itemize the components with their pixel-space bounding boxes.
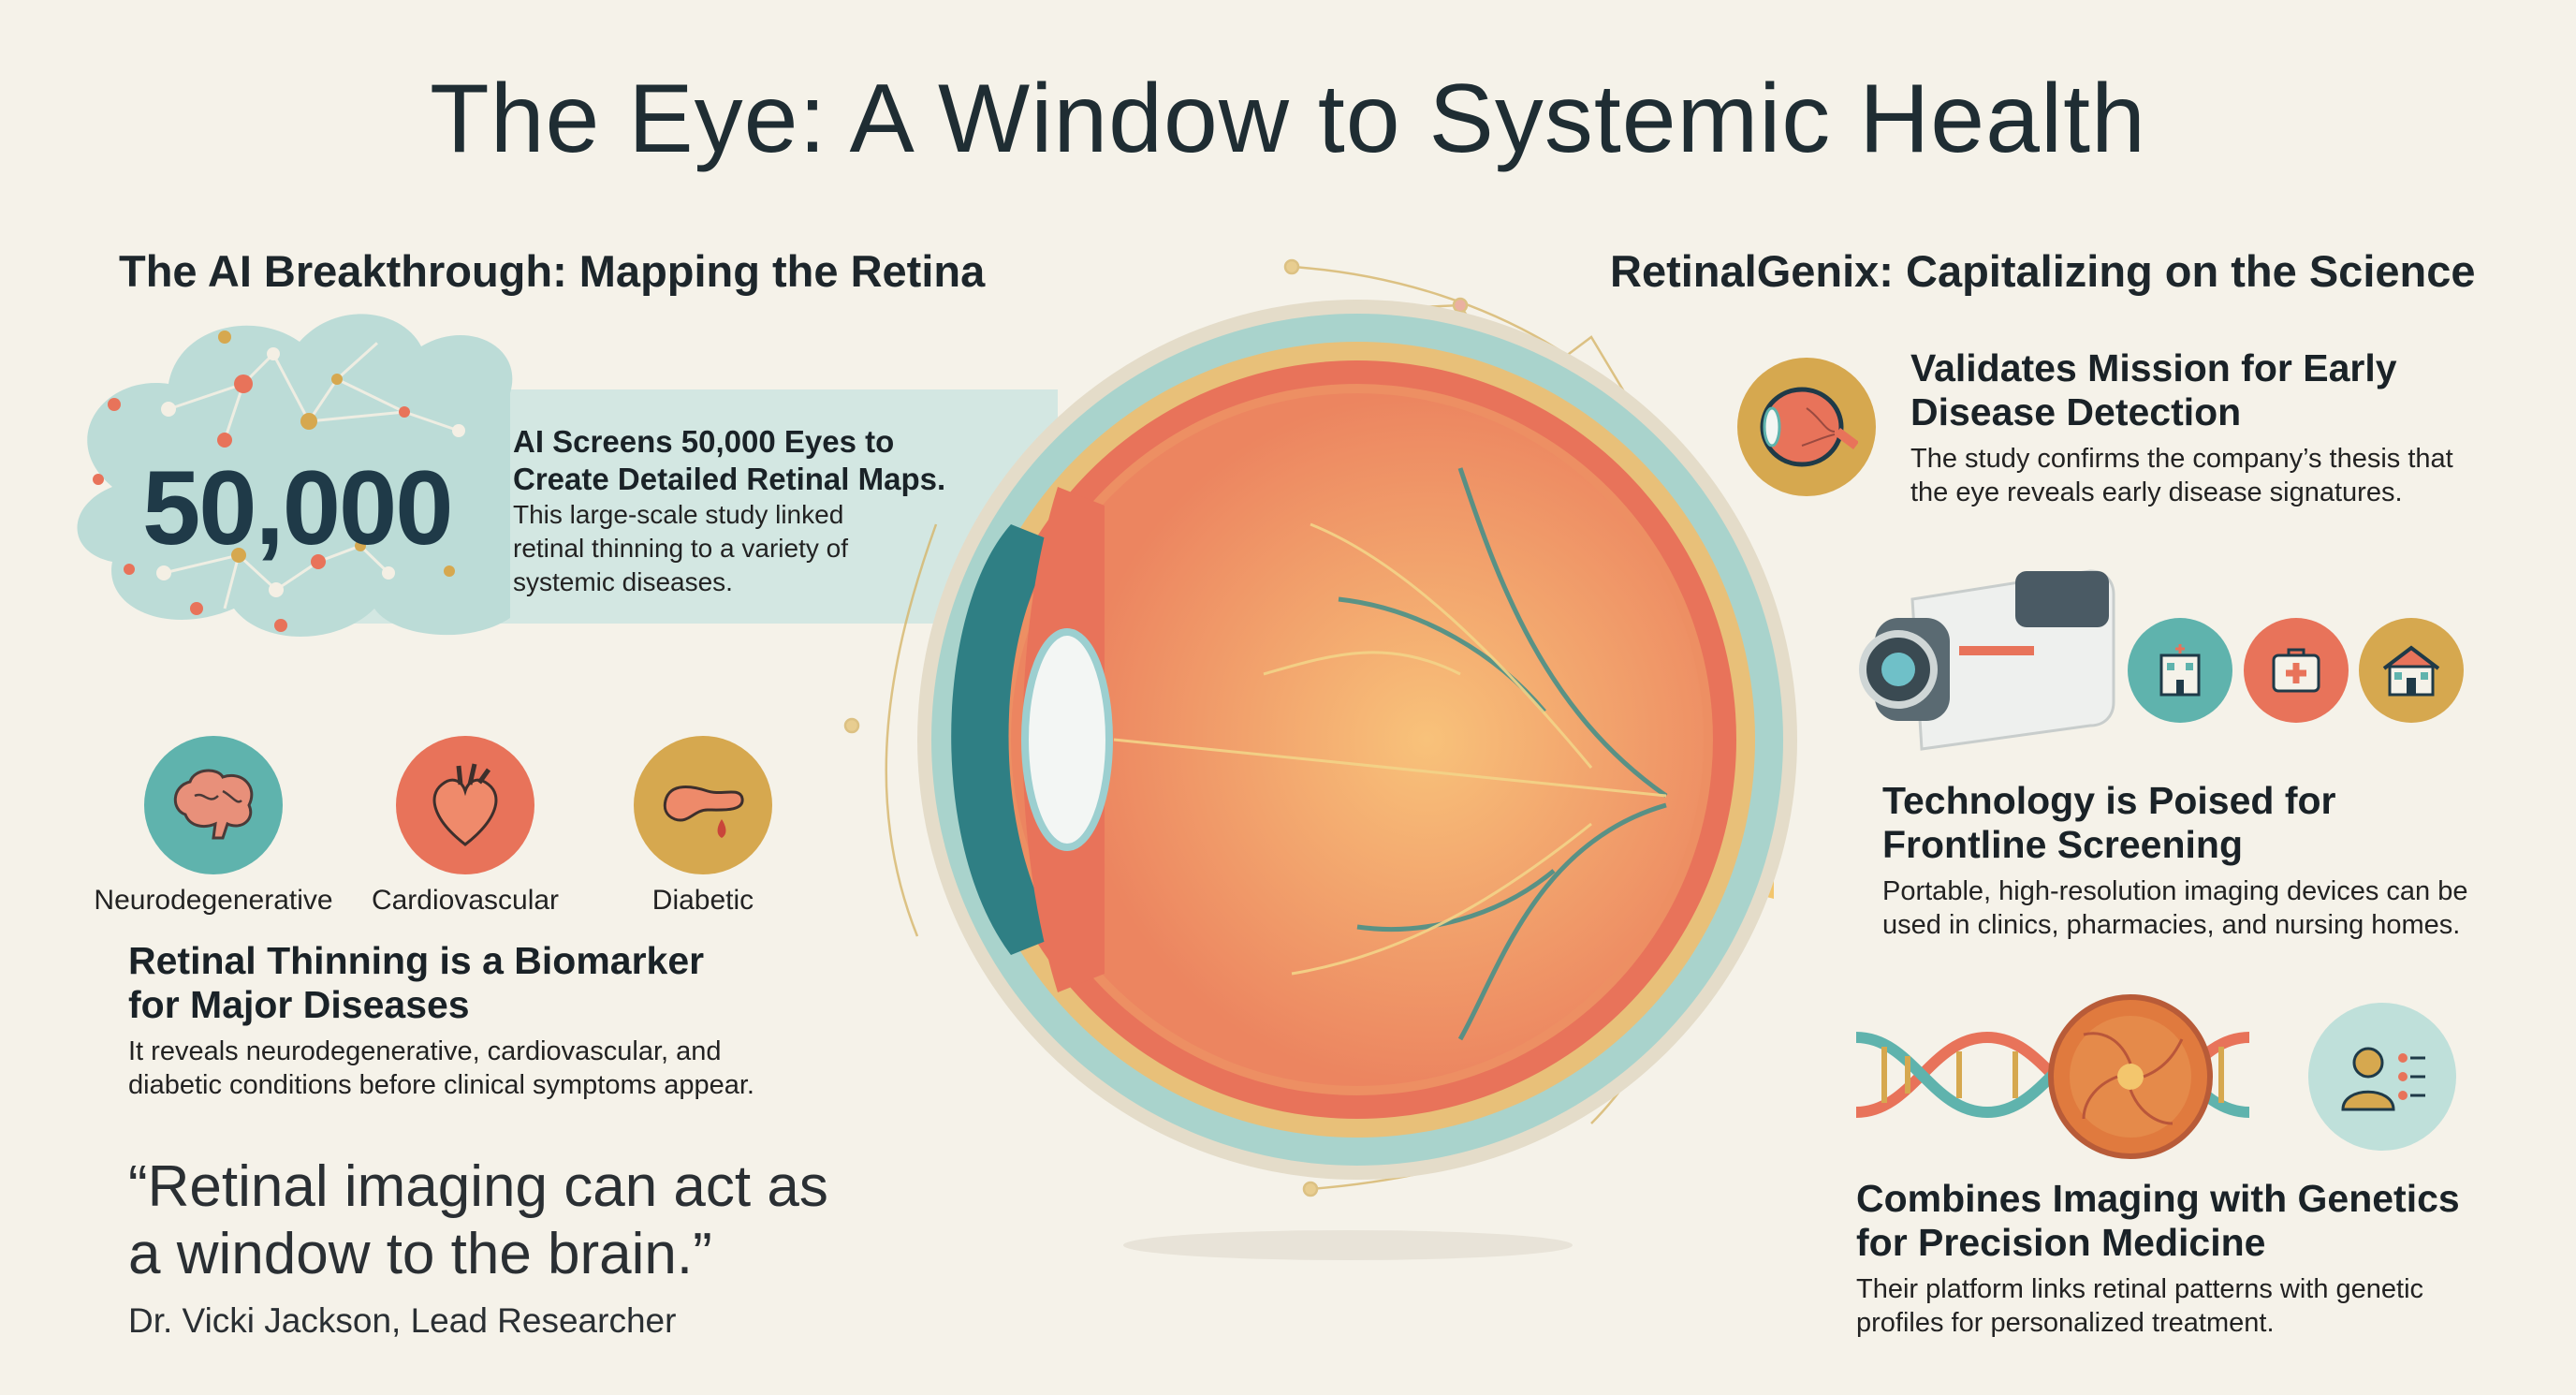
- quote-line1: “Retinal imaging can act as: [128, 1154, 828, 1219]
- early-detection-heading-line1: Validates Mission for Early: [1910, 346, 2397, 389]
- quote-attribution: Dr. Vicki Jackson, Lead Researcher: [128, 1301, 677, 1340]
- left-section-heading: The AI Breakthrough: Mapping the Retina: [119, 246, 986, 296]
- precision-body-line1: Their platform links retinal patterns wi…: [1856, 1274, 2424, 1304]
- network-cloud-graphic: [77, 314, 1058, 637]
- disease-label-diabetic: Diabetic: [651, 885, 754, 916]
- stat-block: AI Screens 50,000 Eyes to Create Detaile…: [513, 423, 945, 599]
- brain-icon: [144, 736, 283, 874]
- pancreas-icon: [634, 736, 772, 874]
- right-section-heading: RetinalGenix: Capitalizing on the Scienc…: [1610, 246, 2476, 296]
- biomarker-body-line1: It reveals neurodegenerative, cardiovasc…: [128, 1036, 722, 1066]
- page-title: The Eye: A Window to Systemic Health: [430, 65, 2146, 173]
- pharmacy-icon: [2244, 618, 2349, 723]
- biomarker-block: Retinal Thinning is a Biomarker for Majo…: [128, 939, 754, 1102]
- clinic-icon: [2128, 618, 2232, 723]
- stat-number: 50,000: [142, 449, 454, 566]
- precision-heading-line2: for Precision Medicine: [1856, 1221, 2266, 1264]
- eye-cross-section-graphic: [843, 258, 1797, 1260]
- biomarker-body-line2: diabetic conditions before clinical symp…: [128, 1070, 754, 1100]
- precision-heading-line1: Combines Imaging with Genetics: [1856, 1177, 2460, 1220]
- stat-headline-line1: AI Screens 50,000 Eyes to: [513, 424, 895, 459]
- stat-headline-line2: Create Detailed Retinal Maps.: [513, 462, 946, 496]
- biomarker-heading-line1: Retinal Thinning is a Biomarker: [128, 939, 705, 982]
- stat-body-line2: retinal thinning to a variety of: [513, 534, 848, 563]
- disease-label-cardiovascular: Cardiovascular: [371, 885, 560, 916]
- retina-icon: [2048, 994, 2213, 1159]
- disease-label-neurodegenerative: Neurodegenerative: [94, 885, 333, 916]
- frontline-body-line2: used in clinics, pharmacies, and nursing…: [1882, 910, 2461, 940]
- early-detection-body-line2: the eye reveals early disease signatures…: [1910, 477, 2403, 507]
- item-precision-medicine: Combines Imaging with Genetics for Preci…: [1856, 1177, 2460, 1340]
- quote-block: “Retinal imaging can act as a window to …: [128, 1153, 828, 1341]
- eye-icon: [1737, 358, 1876, 496]
- biomarker-heading-line2: for Major Diseases: [128, 983, 470, 1026]
- stat-body-line3: systemic diseases.: [513, 567, 733, 596]
- stat-body-line1: This large-scale study linked: [513, 500, 844, 529]
- patient-profile-icon: [2308, 1003, 2456, 1151]
- precision-body-line2: profiles for personalized treatment.: [1856, 1308, 2275, 1338]
- early-detection-body-line1: The study confirms the company’s thesis …: [1910, 444, 2453, 474]
- item-frontline-screening: Technology is Poised for Frontline Scree…: [1882, 779, 2467, 942]
- heart-icon: [396, 736, 534, 874]
- quote-line2: a window to the brain.”: [128, 1222, 712, 1286]
- frontline-heading-line2: Frontline Screening: [1882, 823, 2243, 866]
- imaging-device-icon: [1856, 562, 2118, 758]
- item-early-detection: Validates Mission for Early Disease Dete…: [1910, 346, 2453, 509]
- frontline-body-line1: Portable, high-resolution imaging device…: [1882, 876, 2468, 906]
- frontline-heading-line1: Technology is Poised for: [1882, 779, 2336, 822]
- early-detection-heading-line2: Disease Detection: [1910, 390, 2242, 433]
- nursing-home-icon: [2359, 618, 2464, 723]
